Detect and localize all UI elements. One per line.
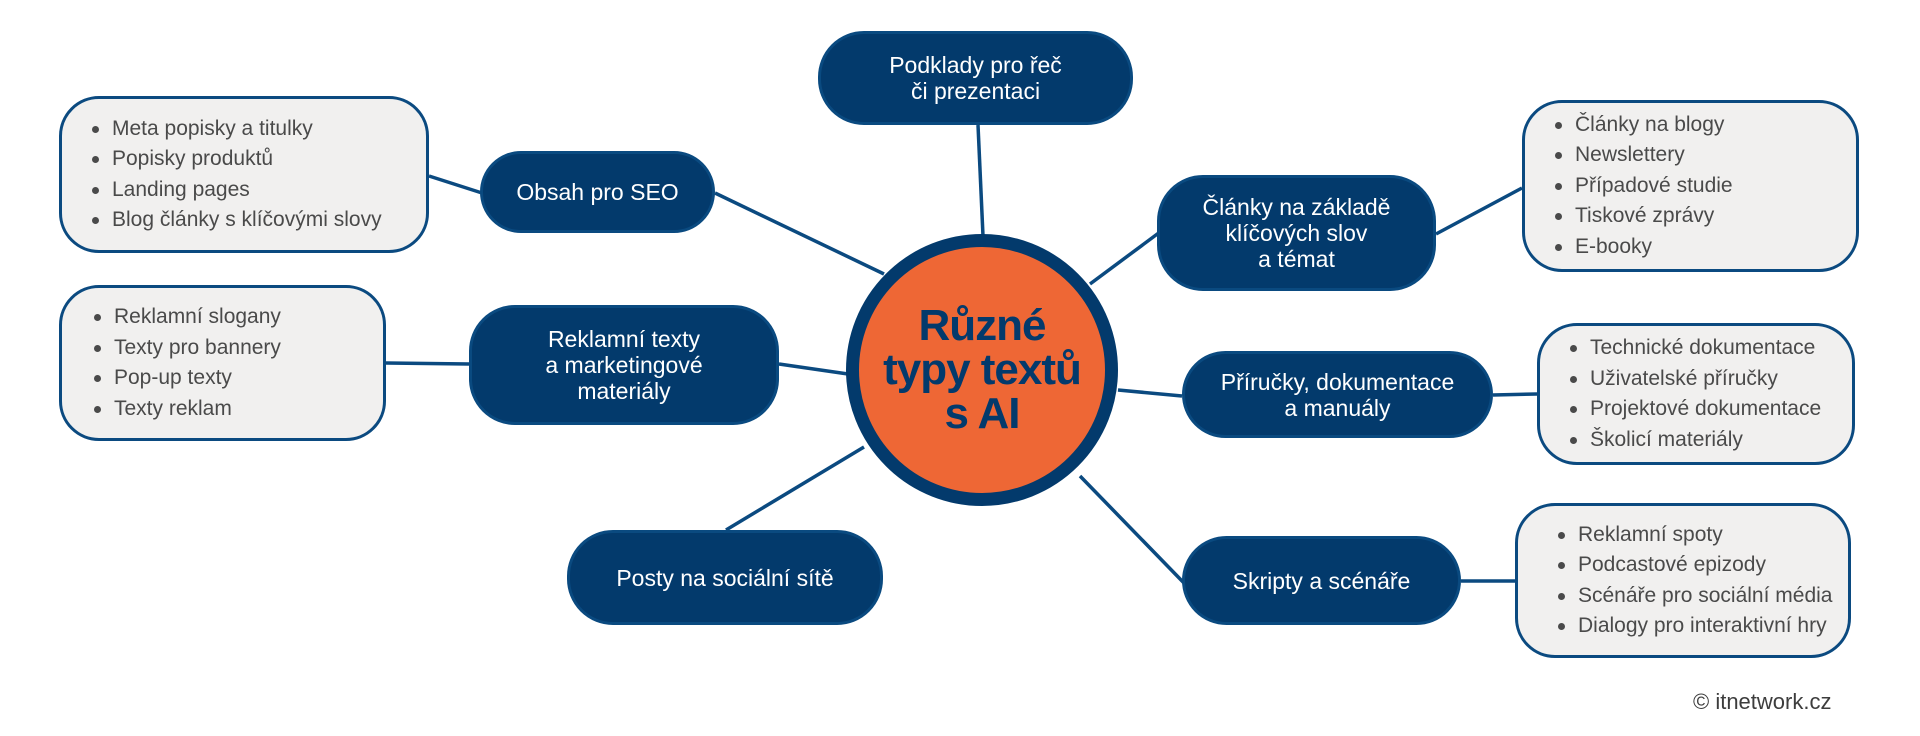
node-label: Příručky, dokumentace a manuály	[1220, 368, 1455, 421]
list-item: Popisky produktů	[92, 144, 382, 175]
node-label: Posty na sociální sítě	[616, 564, 834, 591]
manuals-examples-list: Technické dokumentace Uživatelské příruč…	[1537, 323, 1855, 465]
list-item: Tiskové zprávy	[1555, 201, 1733, 232]
node-label: Skripty a scénáře	[1232, 567, 1411, 594]
node-label: Reklamní texty a marketingové materiály	[545, 326, 703, 404]
list-item: Pop-up texty	[94, 363, 281, 394]
node-social: Posty na sociální sítě	[567, 530, 883, 625]
list-item: Texty reklam	[94, 394, 281, 425]
list-item: Texty pro bannery	[94, 333, 281, 364]
list-item: Reklamní slogany	[94, 302, 281, 333]
ads-examples-list: Reklamní slogany Texty pro bannery Pop-u…	[59, 285, 386, 441]
articles-examples-list: Články na blogy Newslettery Případové st…	[1522, 100, 1859, 272]
list-item: Uživatelské příručky	[1569, 364, 1821, 395]
list-item: Podcastové epizody	[1557, 550, 1832, 581]
list-item: Scénáře pro sociální média	[1557, 581, 1832, 612]
scripts-examples-list: Reklamní spoty Podcastové epizody Scénář…	[1515, 503, 1851, 658]
list-item: Technické dokumentace	[1569, 333, 1821, 364]
copyright-notice: © itnetwork.cz	[1693, 689, 1832, 714]
list-item: Blog články s klíčovými slovy	[92, 205, 382, 236]
list-item: Případové studie	[1555, 171, 1733, 202]
list-item: Newslettery	[1555, 140, 1733, 171]
node-speech: Podklady pro řeč či prezentaci	[818, 31, 1133, 125]
list-item: Články na blogy	[1555, 110, 1733, 141]
list-item: E-booky	[1555, 232, 1733, 263]
list-item: Projektové dokumentace	[1569, 394, 1821, 425]
node-scripts: Skripty a scénáře	[1182, 536, 1461, 625]
list-item: Meta popisky a titulky	[92, 114, 382, 145]
node-label: Obsah pro SEO	[516, 179, 679, 205]
list-item: Landing pages	[92, 175, 382, 206]
node-label: Podklady pro řeč či prezentaci	[889, 52, 1062, 104]
list-item: Dialogy pro interaktivní hry	[1557, 611, 1832, 642]
central-topic: Různé typy textů s AI	[846, 234, 1118, 506]
list-item: Reklamní spoty	[1557, 520, 1832, 551]
node-label: Články na základě klíčových slov a témat	[1202, 194, 1391, 272]
seo-examples-list: Meta popisky a titulky Popisky produktů …	[59, 96, 429, 253]
list-item: Školicí materiály	[1569, 425, 1821, 456]
node-articles: Články na základě klíčových slov a témat	[1157, 175, 1436, 291]
central-title: Různé typy textů s AI	[883, 301, 1082, 438]
node-manuals: Příručky, dokumentace a manuály	[1182, 351, 1493, 438]
node-ads: Reklamní texty a marketingové materiály	[469, 305, 779, 425]
node-seo: Obsah pro SEO	[480, 151, 715, 233]
